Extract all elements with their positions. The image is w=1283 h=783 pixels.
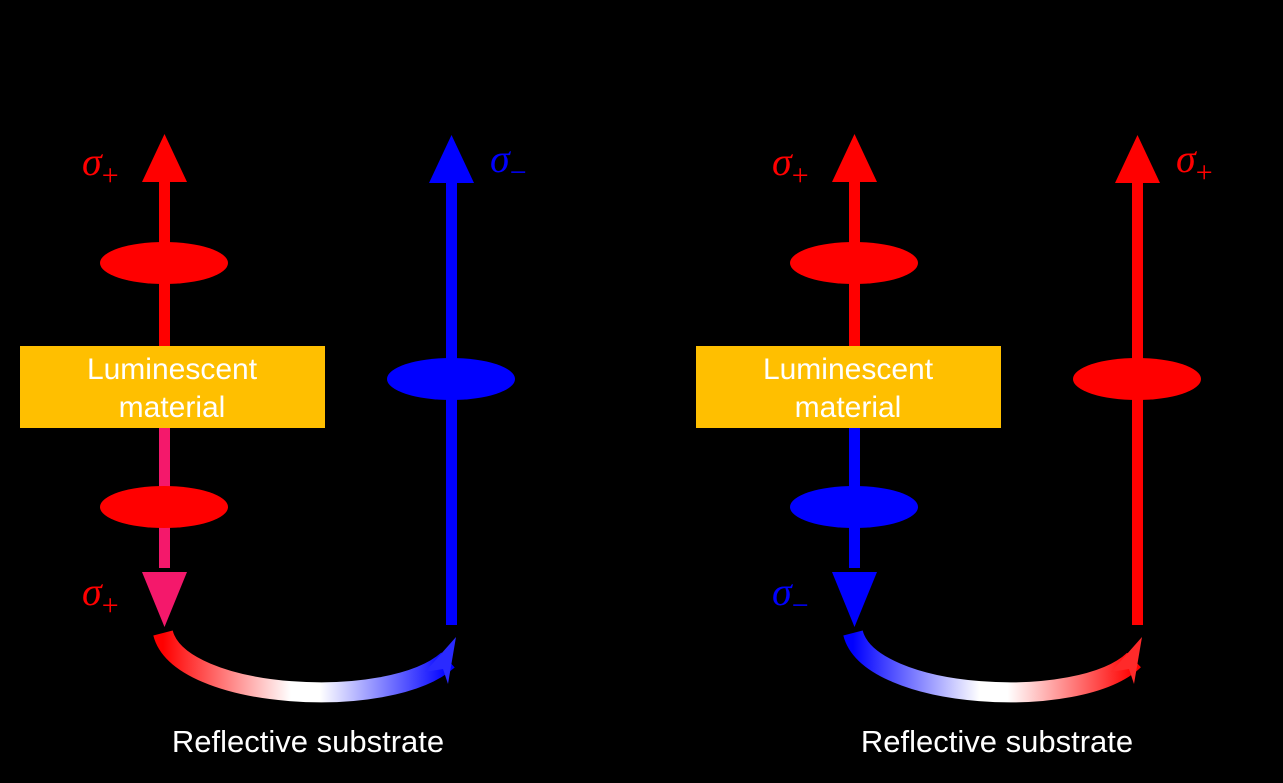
reflection-curve-path [153,629,455,703]
arrow-head [1115,135,1160,183]
arrow-head [429,135,474,183]
polarization-disc [387,358,515,400]
right-emission-down-arrow [790,428,918,627]
right-caption: Reflective substrate [861,724,1133,759]
arrow-head [832,572,877,627]
left-emission-up-label: σ+ [82,139,119,192]
left-reflection-curve [153,629,456,703]
polarization-disc [790,486,918,528]
right-reflected-up-arrow [1073,135,1201,625]
left-material-box: Luminescent material [20,346,325,428]
reflection-curve-head [425,637,456,684]
polarization-disc [100,486,228,528]
material-box-line1: Luminescent [87,353,258,386]
polarization-disc [1073,358,1201,400]
left-caption: Reflective substrate [172,724,444,759]
material-box-line2: material [119,391,226,424]
material-box-line1: Luminescent [763,353,934,386]
left-emission-up-arrow [100,134,228,346]
left-emission-down-arrow [100,428,228,627]
material-box-rect [20,346,325,428]
reflection-curve-head [1111,637,1142,684]
right-panel: σ+ σ− Luminescent material σ+ [696,134,1213,759]
polarization-disc [790,242,918,284]
left-reflected-up-arrow [387,135,515,625]
material-box-line2: material [795,391,902,424]
right-emission-down-label: σ− [772,569,809,622]
right-reflection-curve [843,629,1142,703]
material-box-rect [696,346,1001,428]
reflection-curve-path [843,629,1141,703]
arrow-head [832,134,877,182]
right-emission-up-arrow [790,134,918,346]
arrow-head [142,134,187,182]
right-reflected-up-label: σ+ [1176,136,1213,189]
left-panel: σ+ σ+ Luminescent material σ− [20,134,527,759]
left-emission-down-label: σ+ [82,569,119,622]
right-material-box: Luminescent material [696,346,1001,428]
arrow-head [142,572,187,627]
right-emission-up-label: σ+ [772,139,809,192]
left-reflected-up-label: σ− [490,136,527,189]
polarization-disc [100,242,228,284]
